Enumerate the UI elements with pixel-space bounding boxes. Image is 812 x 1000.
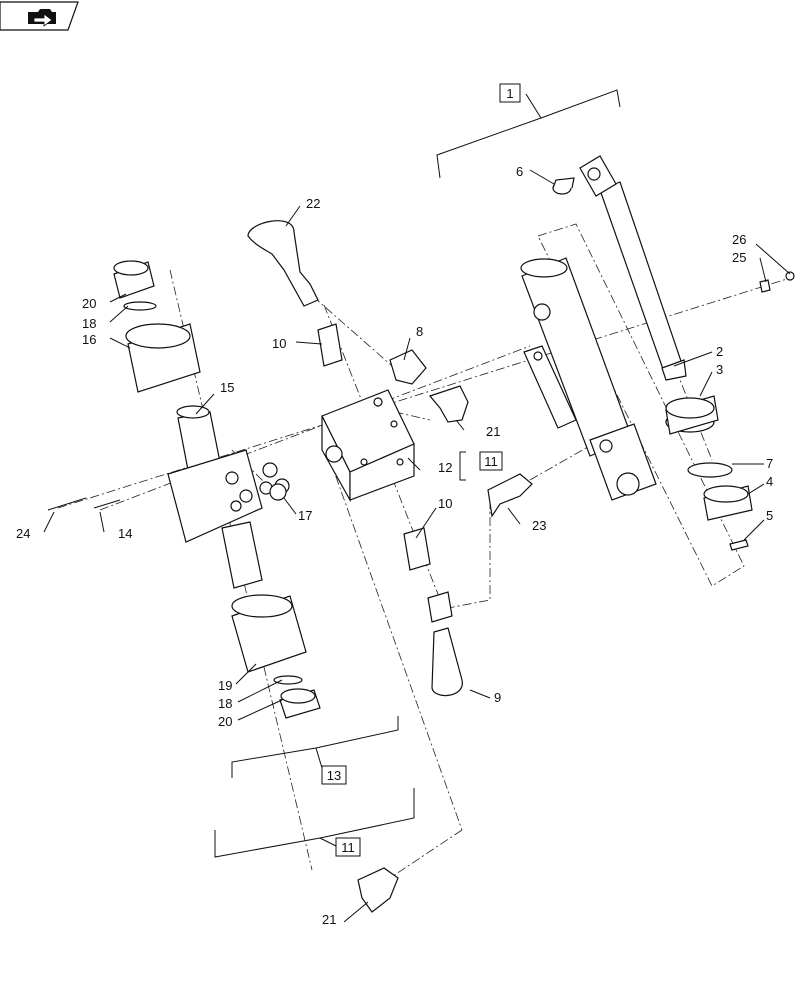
elbow-fitting-21-bottom [357,867,399,913]
callout-24: 24 [16,526,30,541]
bolts [47,497,121,511]
hose-9-fitting [427,591,453,623]
callout-7: 7 [766,456,773,471]
hose-22 [247,220,319,307]
arrow-into-folder-icon [28,9,56,27]
callout-numbers: 2 3 4 5 6 7 8 9 10 10 12 14 15 16 17 18 … [16,164,773,927]
o-ring-bottom [273,675,303,685]
callout-25: 25 [732,250,746,265]
callout-box-13: 13 [321,765,347,785]
callout-15: 15 [220,380,234,395]
bracket-assembly-1 [436,89,621,179]
callout-box-11-bottom: 11 [335,837,361,857]
bracket-12-11 [459,451,466,481]
elbow-fitting [389,349,427,385]
solenoid-valve [167,405,263,589]
callout-14: 14 [118,526,132,541]
valve-block [321,389,415,503]
cylinder-barrel [520,257,657,501]
pin [729,539,749,551]
callout-19: 19 [218,678,232,693]
callout-box-1: 1 [499,83,521,103]
callout-16: 16 [82,332,96,347]
callout-10-top: 10 [272,336,286,351]
coil-bottom [231,594,307,673]
nav-icon-button[interactable] [0,1,79,31]
adapter-top [317,323,343,367]
bracket-assembly-13 [231,716,399,778]
callout-23: 23 [532,518,546,533]
callout-6: 6 [516,164,523,179]
callout-18-bottom: 18 [218,696,232,711]
o-ring-top [123,301,157,311]
callout-26: 26 [732,232,746,247]
callout-5: 5 [766,508,773,523]
callout-4: 4 [766,474,773,489]
callout-22: 22 [306,196,320,211]
callout-10-bottom: 10 [438,496,452,511]
callout-21-top: 21 [486,424,500,439]
callout-8: 8 [416,324,423,339]
callout-18-top: 18 [82,316,96,331]
sleeve [552,177,575,195]
nut-top [113,260,155,299]
coil-top [125,323,201,393]
svg-text:1: 1 [506,86,513,101]
svg-text:11: 11 [484,454,498,469]
seal-plate [259,462,290,501]
leader-lines [43,169,791,923]
washer [687,462,733,478]
callout-9: 9 [494,690,501,705]
callout-21-bottom: 21 [322,912,336,927]
elbow-fitting-21-top [428,385,469,423]
callout-box-11-top: 11 [479,451,503,471]
cylinder-rod [579,155,687,381]
svg-text:13: 13 [327,768,341,783]
elbow-fitting-23 [487,473,533,518]
callout-2: 2 [716,344,723,359]
hose-9 [431,627,463,697]
adapter-bottom [403,527,431,571]
callout-3: 3 [716,362,723,377]
callout-20-bottom: 20 [218,714,232,729]
nut-bottom [279,688,321,719]
callout-20-top: 20 [82,296,96,311]
small-fittings [759,271,795,293]
callout-17: 17 [298,508,312,523]
gland-nut [665,395,719,435]
bushing [703,485,753,521]
bracket-assembly-11-bottom [214,788,415,858]
callout-12: 12 [438,460,452,475]
svg-text:11: 11 [341,840,355,855]
